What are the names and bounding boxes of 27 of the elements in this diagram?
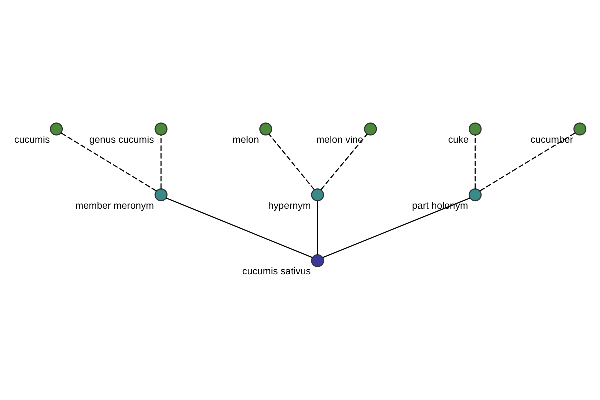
node-label: cucumis [14,134,50,146]
connector [474,134,476,189]
connector [160,134,162,189]
node-circle [364,122,378,136]
node-circle [468,188,482,202]
connector [268,133,315,190]
node-label: melon [232,134,260,146]
node-label: member meronym [76,200,154,212]
node-label: genus cucumis [90,134,154,146]
node-circle [154,188,168,202]
connector [480,132,576,192]
node-circle [311,254,324,267]
node-label: cucumis sativus [242,266,312,278]
connector [166,197,313,258]
node-circle [154,122,168,136]
node-label: melon vine [316,134,364,146]
node-circle [50,122,64,136]
node-circle [468,122,482,136]
node-circle [311,188,324,202]
connector [61,132,157,192]
node-circle [574,122,587,136]
connector [322,197,471,258]
node-circle [260,122,272,136]
node-label: cuke [448,134,469,146]
node-label: hypernym [268,200,312,212]
connector [317,200,318,254]
connector [320,133,368,190]
